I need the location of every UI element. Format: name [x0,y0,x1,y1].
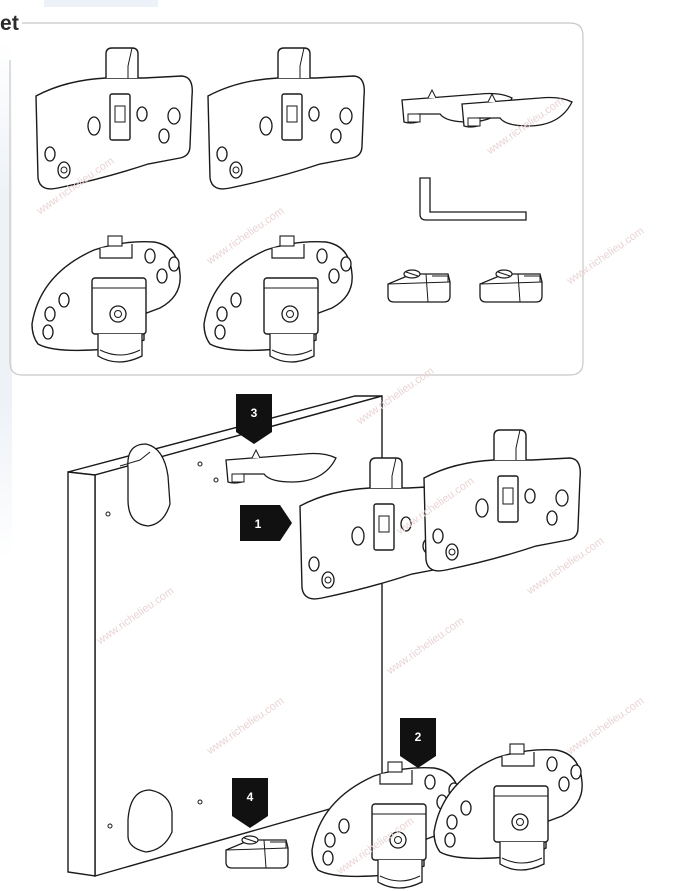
top-guide-plate-right [207,47,365,190]
page-title-fragment: et [0,12,20,35]
wheel-carrier-left [31,235,181,363]
allen-key [419,177,527,221]
step-badge-4-label: 4 [247,790,254,804]
step-badge-2-label: 2 [415,730,422,744]
step-badge-4: 4 [232,778,268,828]
spare-wheel-carrier [433,743,583,871]
kit-contents-frame [9,22,584,376]
bottom-guide-left [387,269,451,303]
step-badge-2: 2 [400,718,436,768]
step-badge-1: 1 [240,505,292,541]
step-badge-3-label: 3 [251,406,258,420]
top-guide-plate-left [35,47,193,190]
wheel-carrier-right [203,235,353,363]
door-panel [67,395,383,877]
top-tab-background [44,0,158,7]
bottom-guide-right [479,269,543,303]
left-edge-strip [0,40,12,560]
step-badge-3: 3 [236,394,272,444]
spare-top-plate [423,429,581,572]
step-badge-1-label: 1 [255,517,262,531]
step-4-guide [225,835,289,869]
